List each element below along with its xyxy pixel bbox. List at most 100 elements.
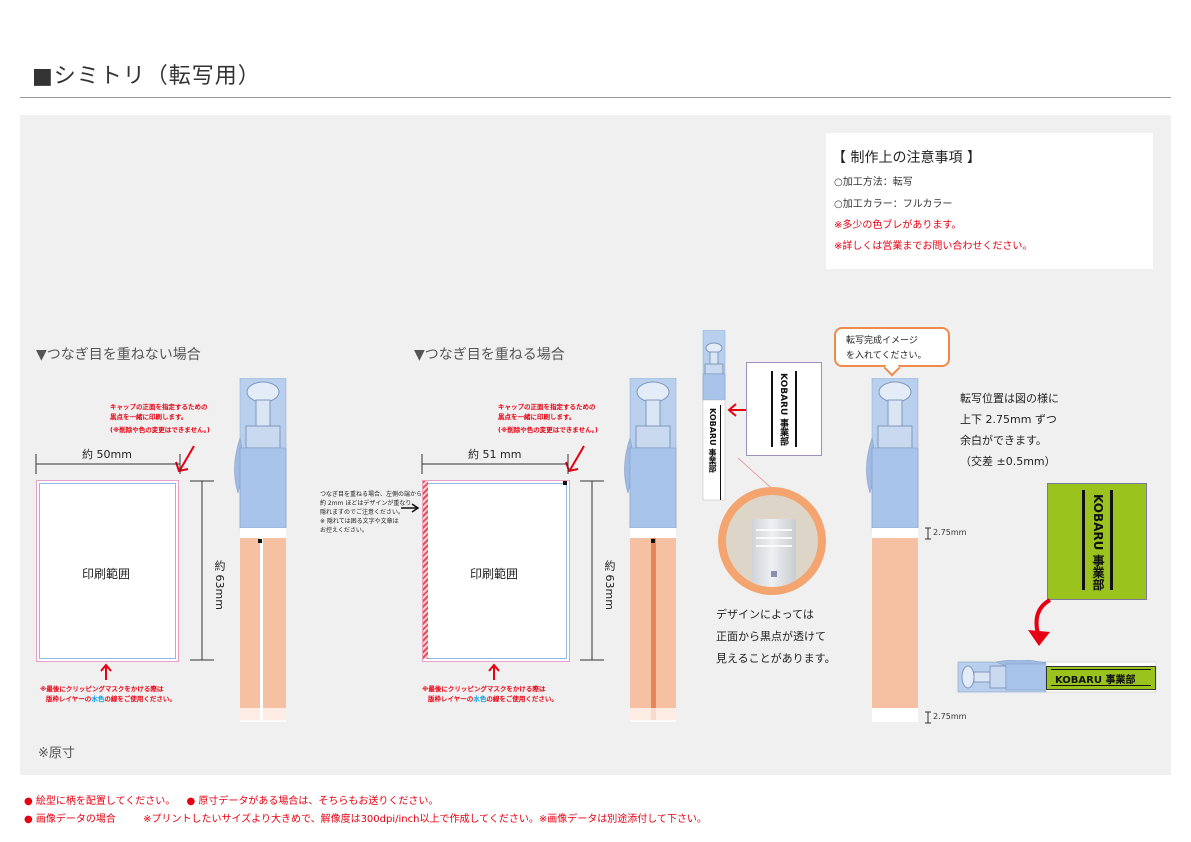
thread-line bbox=[756, 529, 792, 531]
mask-note-text: 版枠レイヤーの bbox=[428, 695, 474, 703]
clipping-mask-note: ※最後にクリッピングマスクをかける際は 版枠レイヤーの水色の線をご使用ください。 bbox=[422, 684, 558, 704]
bottle-illustration bbox=[866, 378, 919, 722]
thread-line bbox=[756, 545, 792, 547]
bubble-line: を入れてください。 bbox=[846, 351, 927, 361]
transfer-note-line: 転写位置は図の様に bbox=[960, 392, 1059, 405]
side-note-line: つなぎ目を重ねる場合、左側の端から bbox=[320, 491, 423, 498]
width-dimension-line bbox=[35, 454, 181, 474]
footer-line-2: ● 画像データの場合 ※プリントしたいサイズより大きめで、解像度は300dpi/… bbox=[24, 810, 707, 825]
green-label-design: KOBARU 事業部 bbox=[1047, 483, 1147, 600]
mask-note-text: 版枠レイヤーの bbox=[46, 695, 92, 703]
transfer-position-note: 転写位置は図の様に 上下 2.75mm ずつ 余白ができます。 （交差 ±0.5… bbox=[960, 388, 1059, 472]
height-label: 約 63mm bbox=[213, 560, 226, 610]
red-up-arrow-icon bbox=[100, 663, 112, 680]
red-up-arrow-icon bbox=[488, 663, 500, 680]
clipping-mask-note: ※最後にクリッピングマスクをかける際は 版枠レイヤーの水色の線をご使用ください。 bbox=[40, 684, 176, 704]
width-dimension-line bbox=[421, 454, 569, 474]
transfer-note-line: 上下 2.75mm ずつ bbox=[960, 413, 1057, 426]
thread-line bbox=[756, 537, 792, 539]
footer-text: ● 原寸データがある場合は、そちらもお送りください。 bbox=[186, 796, 439, 807]
see-through-line: 見えることがあります。 bbox=[716, 652, 836, 665]
label-bar bbox=[771, 371, 773, 447]
cap-note-line: 黒点を一緒に印刷します。 bbox=[110, 413, 188, 421]
magnified-bottle-photo bbox=[726, 495, 818, 587]
overlap-side-note: つなぎ目を重ねる場合、左側の端から 約 2mm ほどはデザインが重なり 隠れます… bbox=[320, 490, 422, 535]
margin-bottom-label: 2.75mm bbox=[933, 712, 967, 721]
cap-note-line: 黒点を一緒に印刷します。 bbox=[498, 413, 576, 421]
label-bar bbox=[1082, 490, 1085, 590]
see-through-note: デザインによっては 正面から黒点が透けて 見えることがあります。 bbox=[716, 604, 836, 670]
notes-heading: 【 制作上の注意事項 】 bbox=[832, 150, 981, 166]
margin-marker-icon bbox=[925, 527, 931, 540]
black-arrow-right-icon bbox=[401, 503, 420, 513]
mask-note-line: ※最後にクリッピングマスクをかける際は bbox=[40, 685, 164, 693]
mask-note-color-word: 水色 bbox=[91, 695, 105, 703]
cap-note-line: (※削除や色の変更はできません。) bbox=[498, 426, 598, 434]
label-bar bbox=[795, 371, 797, 447]
production-notes-box: 【 制作上の注意事項 】 ○加工方法：転写 ○加工カラー：フルカラー ※多少の色… bbox=[826, 133, 1153, 269]
horizontal-label-text: KOBARU 事業部 bbox=[1055, 675, 1136, 686]
cap-note: キャップの正面を指定するための 黒点を一緒に印刷します。 (※削除や色の変更はで… bbox=[110, 402, 210, 435]
see-through-line: 正面から黒点が透けて bbox=[716, 630, 826, 643]
label-bar bbox=[720, 405, 721, 500]
label-bar bbox=[1110, 490, 1113, 590]
side-note-line: 約 2mm ほどはデザインが重なり bbox=[320, 500, 412, 507]
notes-warning-color-variance: ※多少の色ブレがあります。 bbox=[834, 220, 962, 231]
red-arrow-left-icon bbox=[727, 403, 746, 417]
notes-color: ○加工カラー：フルカラー bbox=[834, 199, 953, 210]
margin-top-label: 2.75mm bbox=[933, 528, 967, 537]
bottle-illustration bbox=[234, 378, 287, 722]
page-title: ■シミトリ（転写用） bbox=[32, 64, 261, 89]
cap-note-line: (※削除や色の変更はできません。) bbox=[110, 426, 210, 434]
section-no-overlap-heading: ▼つなぎ目を重ねない場合 bbox=[36, 347, 201, 363]
rotate-arrow-icon bbox=[1028, 598, 1052, 646]
footer-line-1: ● 絵型に柄を配置してください。 ● 原寸データがある場合は、そちらもお送りくだ… bbox=[24, 792, 438, 807]
cap-note-line: キャップの正面を指定するための bbox=[498, 403, 596, 411]
bubble-line: 転写完成イメージ bbox=[846, 336, 918, 346]
height-dimension-line bbox=[190, 480, 214, 661]
cap-note: キャップの正面を指定するための 黒点を一緒に印刷します。 (※削除や色の変更はで… bbox=[498, 402, 598, 435]
print-area bbox=[36, 480, 179, 662]
section-overlap-heading: ▼つなぎ目を重ねる場合 bbox=[414, 347, 565, 363]
side-note-line: お控えください。 bbox=[320, 527, 368, 534]
footer-text: ※プリントしたいサイズより大きめで、解像度は300dpi/inch以上で作成して… bbox=[143, 814, 707, 825]
transfer-note-line: 余白ができます。 bbox=[960, 434, 1047, 447]
bottle-illustration bbox=[624, 378, 677, 722]
see-through-line: デザインによっては bbox=[716, 608, 814, 621]
notes-method: ○加工方法：転写 bbox=[834, 177, 913, 188]
footer-text: ● 画像データの場合 bbox=[24, 814, 116, 825]
overlap-hatch-strip bbox=[423, 481, 428, 659]
black-dot bbox=[771, 571, 777, 577]
mask-note-color-word: 水色 bbox=[473, 695, 487, 703]
height-dimension-line bbox=[580, 480, 604, 661]
label-bar bbox=[1051, 669, 1151, 670]
label-design-preview: KOBARU 事業部 bbox=[746, 362, 822, 456]
red-arrow-icon bbox=[565, 445, 585, 473]
transfer-note-line: （交差 ±0.5mm） bbox=[960, 455, 1056, 468]
print-area bbox=[422, 480, 570, 662]
red-arrow-icon bbox=[175, 445, 195, 473]
label-preview-text: KOBARU 事業部 bbox=[778, 373, 788, 446]
print-area-label: 印刷範囲 bbox=[470, 567, 519, 581]
small-bottle-label: KOBARU 事業部 bbox=[705, 408, 719, 494]
mask-note-text: の線をご使用ください。 bbox=[486, 695, 558, 703]
title-divider bbox=[20, 97, 1171, 98]
height-label: 約 63mm bbox=[603, 560, 616, 610]
side-note-line: 隠れますのでご注意ください。 bbox=[320, 509, 405, 516]
footer-text: ● 絵型に柄を配置してください。 bbox=[24, 796, 176, 807]
cap-note-line: キャップの正面を指定するための bbox=[110, 403, 208, 411]
margin-marker-icon bbox=[925, 711, 931, 724]
front-marker-dot bbox=[563, 481, 567, 485]
green-label-text: KOBARU 事業部 bbox=[1091, 494, 1105, 591]
width-label: 約 50mm bbox=[80, 446, 134, 462]
notes-warning-contact: ※詳しくは営業までお問い合わせください。 bbox=[834, 241, 1033, 252]
width-label: 約 51 mm bbox=[466, 446, 524, 462]
side-note-line: ※ 隠れては困る文字や文章は bbox=[320, 518, 399, 525]
small-label-text: KOBARU 事業部 bbox=[708, 408, 717, 473]
mask-note-text: の線をご使用ください。 bbox=[104, 695, 176, 703]
horizontal-label: KOBARU 事業部 bbox=[1046, 666, 1156, 690]
mask-note-line: ※最後にクリッピングマスクをかける際は bbox=[422, 685, 546, 693]
original-size-note: ※原寸 bbox=[38, 746, 75, 761]
print-area-label: 印刷範囲 bbox=[82, 567, 131, 581]
label-bar bbox=[1051, 685, 1151, 686]
